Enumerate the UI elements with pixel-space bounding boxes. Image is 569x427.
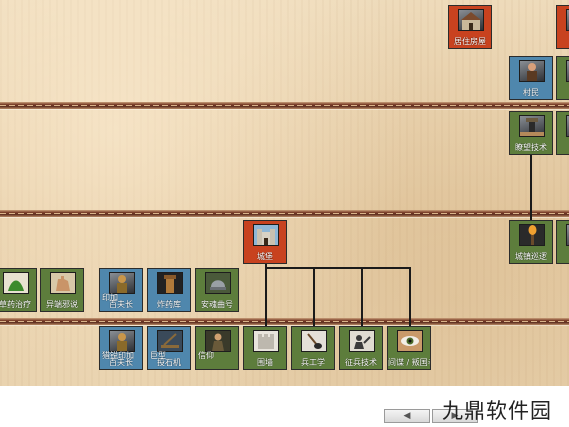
- tree-connector: [265, 267, 411, 269]
- wall-icon: [253, 330, 279, 352]
- age-separator-bar: [0, 210, 569, 217]
- house-tile[interactable]: 居住房屋: [448, 5, 492, 49]
- tree-connector: [361, 267, 363, 326]
- castle-icon: [253, 224, 279, 246]
- town-center-icon: [566, 9, 569, 31]
- faith-tile[interactable]: 信仰: [195, 326, 239, 370]
- tile-label: 城堡: [257, 252, 273, 261]
- conscription-tile[interactable]: 征兵技术: [339, 326, 383, 370]
- tile-label: 居住房屋: [454, 37, 486, 46]
- tower-icon: [157, 272, 183, 294]
- watchtower-icon: [566, 115, 569, 137]
- tile-label: 草药治疗: [0, 300, 31, 309]
- spies-tile[interactable]: 间谍 / 叛国者: [387, 326, 431, 370]
- tree-connector: [265, 264, 267, 326]
- tree-connector: [530, 155, 532, 221]
- next-page-button[interactable]: ▶: [432, 409, 478, 423]
- town-center-tile[interactable]: [556, 5, 569, 49]
- villager-tile[interactable]: [556, 56, 569, 100]
- prev-page-button[interactable]: ◀: [384, 409, 430, 423]
- recruit-icon: [349, 330, 375, 352]
- city-patrol-tile[interactable]: [556, 220, 569, 264]
- villager-icon: [566, 60, 569, 82]
- trebuchet-tile[interactable]: 巨型 投石机: [147, 326, 191, 370]
- tile-label: 炸药库: [157, 300, 181, 309]
- tile-label: 安魂曲号: [201, 300, 233, 309]
- torch-icon: [519, 224, 545, 246]
- age-separator-bar: [0, 102, 569, 109]
- tree-connector: [313, 267, 315, 326]
- tile-label: 异端邪说: [46, 300, 78, 309]
- shovel-icon: [301, 330, 327, 352]
- monk-icon: [205, 330, 231, 352]
- tile-label: 间谍 / 叛国者: [388, 358, 430, 367]
- tile-label: 投石机: [157, 358, 181, 367]
- city-patrol-tile[interactable]: 城镇巡逻: [509, 220, 553, 264]
- tile-top-label: 猎锐印加: [102, 351, 134, 360]
- herb-icon: [3, 272, 29, 294]
- tile-top-label: 印加: [102, 293, 118, 302]
- tile-top-label: 信仰: [198, 351, 214, 360]
- masonry-tile[interactable]: 兵工学: [291, 326, 335, 370]
- herbal-medicine-tile[interactable]: 草药治疗: [0, 268, 37, 312]
- tree-connector: [409, 267, 411, 326]
- villager-tile[interactable]: 村民: [509, 56, 553, 100]
- tile-label: 百夫长: [109, 358, 133, 367]
- tile-label: 围墙: [257, 358, 273, 367]
- tile-top-label: 巨型: [150, 351, 166, 360]
- tile-label: 瞭望技术: [515, 143, 547, 152]
- hoardings-tile[interactable]: 围墙: [243, 326, 287, 370]
- hand-icon: [50, 272, 76, 294]
- eye-icon: [397, 330, 423, 352]
- castle-tile[interactable]: 城堡: [243, 220, 287, 264]
- villager-icon: [519, 60, 545, 82]
- tile-label: 百夫长: [109, 300, 133, 309]
- watermark-text: 九鼎软件园: [442, 399, 552, 423]
- centurion-2-tile[interactable]: 猎锐印加 百夫长: [99, 326, 143, 370]
- tile-label: 兵工学: [301, 358, 325, 367]
- house-icon: [458, 9, 484, 31]
- age-separator-bar: [0, 318, 569, 325]
- anarchy-tile[interactable]: 安魂曲号: [195, 268, 239, 312]
- soldier-icon: [109, 330, 135, 352]
- tile-label: 村民: [523, 88, 539, 97]
- watch-tech-tile[interactable]: 瞭望技术: [509, 111, 553, 155]
- helmet-icon: [205, 272, 231, 294]
- torch-icon: [566, 224, 569, 246]
- soldier-icon: [109, 272, 135, 294]
- heresy-tile[interactable]: 异端邪说: [40, 268, 84, 312]
- centurion-tile[interactable]: 印加 百夫长: [99, 268, 143, 312]
- catapult-icon: [157, 330, 183, 352]
- watchtower-icon: [519, 115, 545, 137]
- tile-label: 征兵技术: [345, 358, 377, 367]
- bombard-tower-tile[interactable]: 炸药库: [147, 268, 191, 312]
- watch-tech-tile[interactable]: [556, 111, 569, 155]
- tile-label: 城镇巡逻: [515, 252, 547, 261]
